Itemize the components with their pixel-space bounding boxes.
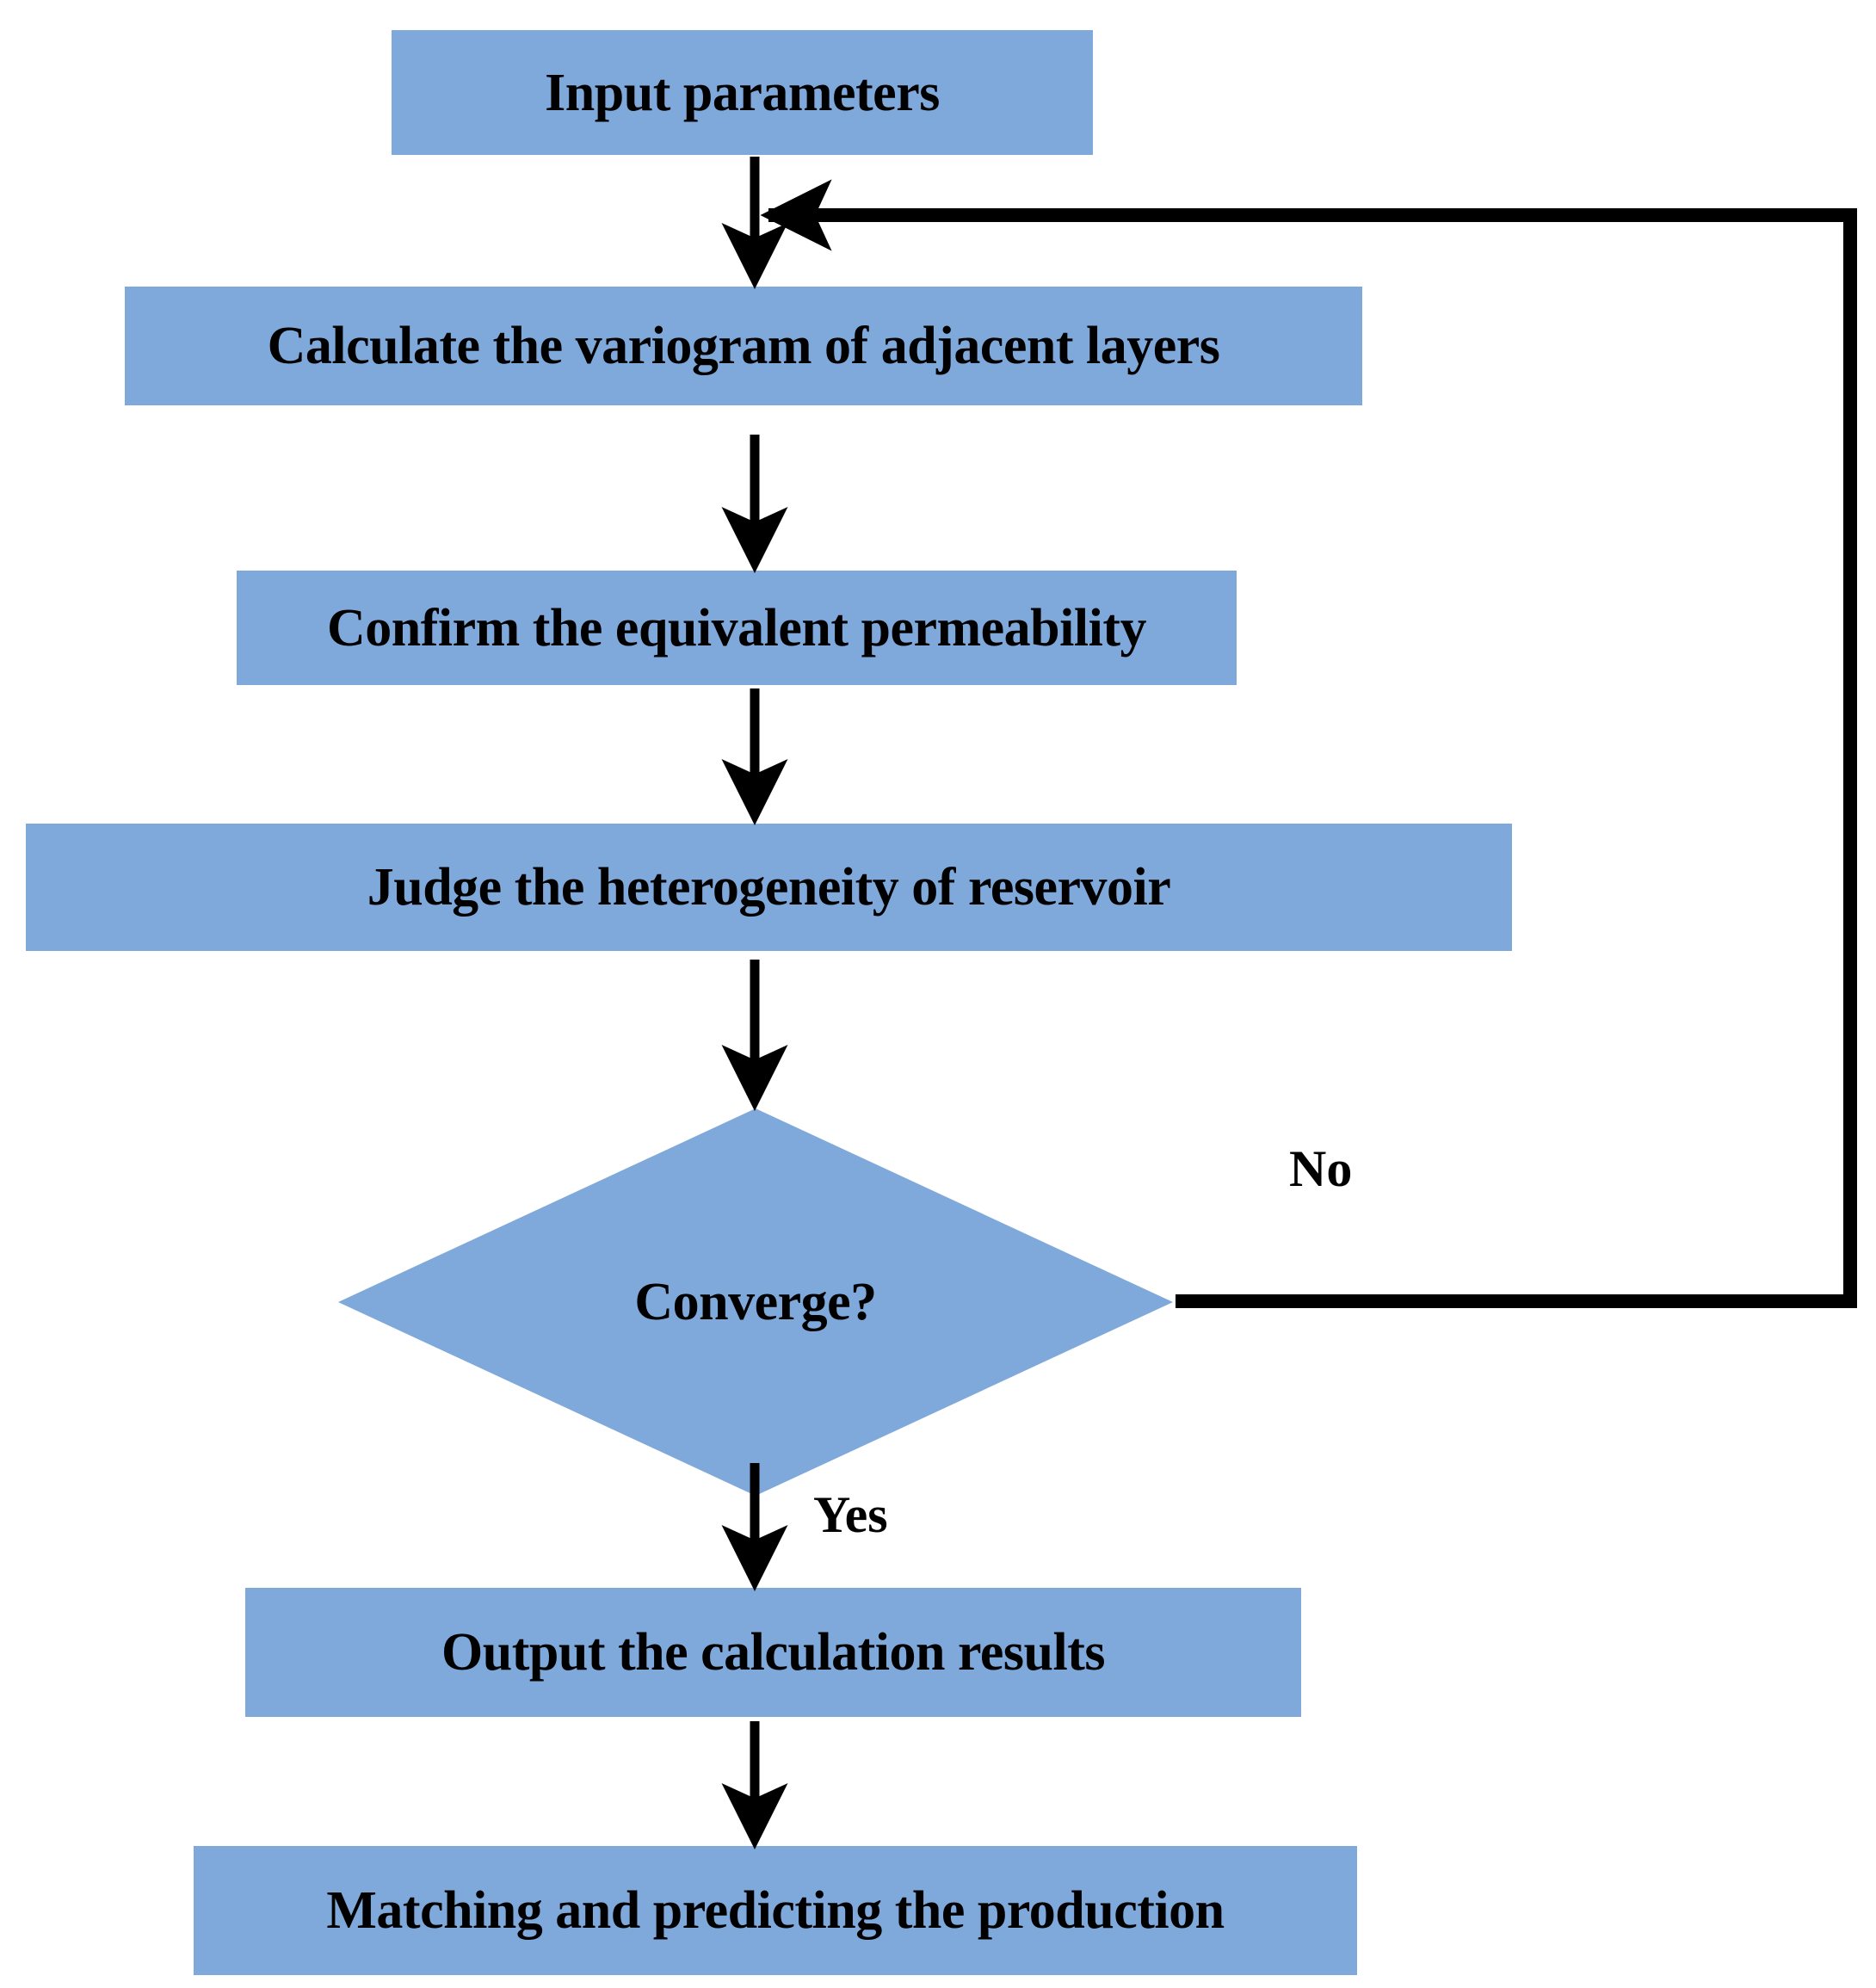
- node-input-parameters[interactable]: Input parameters: [392, 30, 1093, 155]
- node-label-matching-predicting: Matching and predicting the production: [326, 1881, 1225, 1940]
- node-label-judge-heterogeneity: Judge the heterogeneity of reservoir: [367, 858, 1171, 917]
- node-output-results[interactable]: Output the calculation results: [245, 1588, 1301, 1717]
- node-label-converge-decision: Converge?: [634, 1273, 877, 1331]
- edge-label-yes: Yes: [813, 1486, 888, 1543]
- node-matching-predicting[interactable]: Matching and predicting the production: [194, 1846, 1357, 1975]
- node-label-confirm-permeability: Confirm the equivalent permeability: [326, 598, 1147, 658]
- node-label-calculate-variogram: Calculate the variogram of adjacent laye…: [267, 317, 1220, 375]
- node-judge-heterogeneity[interactable]: Judge the heterogeneity of reservoir: [26, 824, 1512, 951]
- node-converge-decision[interactable]: Converge?: [338, 1108, 1173, 1496]
- node-calculate-variogram[interactable]: Calculate the variogram of adjacent laye…: [125, 287, 1362, 405]
- node-label-input-parameters: Input parameters: [545, 63, 940, 122]
- node-confirm-permeability[interactable]: Confirm the equivalent permeability: [237, 571, 1237, 685]
- node-label-output-results: Output the calculation results: [441, 1623, 1105, 1682]
- edge-label-no: No: [1289, 1140, 1353, 1197]
